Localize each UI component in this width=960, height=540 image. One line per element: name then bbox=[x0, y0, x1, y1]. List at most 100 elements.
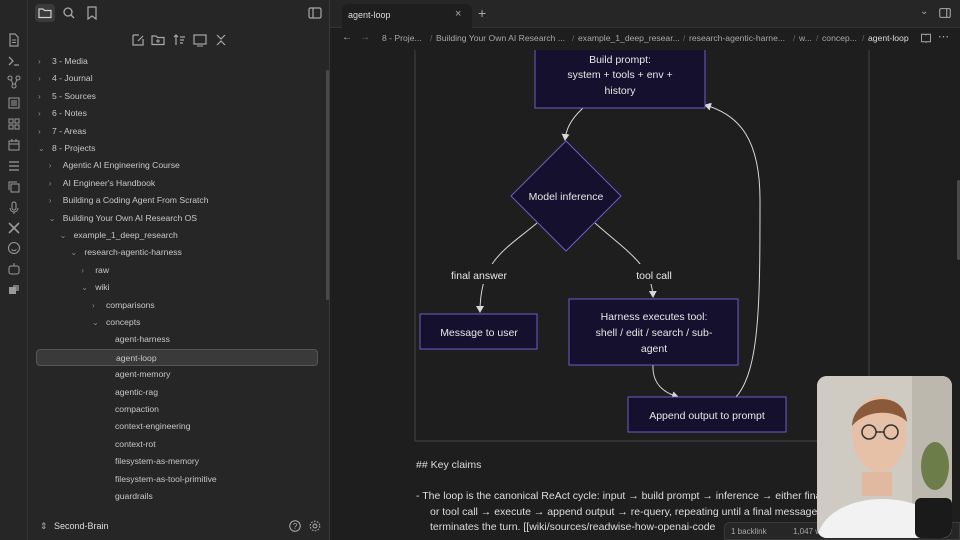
node-harness-executes bbox=[568, 298, 739, 366]
sidebar-item-label: 7 - Areas bbox=[52, 125, 87, 136]
sidebar-item-label: agentic-rag bbox=[115, 386, 158, 397]
close-tab-icon[interactable]: × bbox=[455, 8, 462, 20]
breadcrumb-item[interactable]: concep... bbox=[822, 33, 857, 43]
chevron-right-icon[interactable]: › bbox=[38, 126, 41, 136]
sidebar-item-3-media[interactable]: ›3 - Media bbox=[28, 53, 326, 70]
chevron-right-icon[interactable]: › bbox=[81, 265, 84, 275]
sidebar-item-concepts[interactable]: ⌄concepts bbox=[28, 314, 326, 331]
editor-content: Build prompt: system + tools + env + his… bbox=[330, 50, 960, 540]
vault-switcher[interactable]: ⇕ Second-Brain ? bbox=[28, 514, 330, 540]
breadcrumb-item[interactable]: example_1_deep_resear... bbox=[578, 33, 680, 43]
tab-agent-loop[interactable]: agent-loop × bbox=[342, 4, 472, 28]
sidebar-item-agent-harness[interactable]: agent-harness bbox=[28, 331, 326, 348]
right-sidebar-toggle-icon[interactable] bbox=[938, 6, 952, 20]
chevron-right-icon[interactable]: › bbox=[48, 196, 52, 206]
sidebar-item-guardrails[interactable]: guardrails bbox=[28, 488, 326, 505]
sidebar-item-context-rot[interactable]: context-rot bbox=[28, 436, 326, 453]
chevron-right-icon[interactable]: › bbox=[48, 161, 52, 171]
sidebar-scrollbar[interactable] bbox=[326, 70, 329, 300]
diagram-frame bbox=[414, 50, 870, 442]
navigation-bar: ← → 8 - Proje.../Building Your Own AI Re… bbox=[330, 28, 960, 50]
sidebar-item-building-a-coding-agent-from-scratch[interactable]: ›Building a Coding Agent From Scratch bbox=[28, 192, 326, 209]
sidebar-item-4-journal[interactable]: ›4 - Journal bbox=[28, 70, 326, 87]
reading-view-icon[interactable] bbox=[920, 32, 932, 44]
sort-icon[interactable] bbox=[171, 32, 187, 48]
sidebar-item-building-your-own-ai-research-os[interactable]: ⌄Building Your Own AI Research OS bbox=[28, 210, 326, 227]
editor-scrollbar[interactable] bbox=[957, 180, 960, 260]
sidebar-item-wiki[interactable]: ⌄wiki bbox=[28, 279, 326, 296]
markdown-line-3[interactable]: terminates the turn. [[wiki/sources/read… bbox=[430, 521, 716, 533]
chevron-down-icon[interactable]: ⌄ bbox=[92, 318, 99, 327]
graph-icon[interactable] bbox=[6, 74, 22, 90]
bot-icon[interactable] bbox=[6, 261, 22, 277]
sidebar-item-6-notes[interactable]: ›6 - Notes bbox=[28, 105, 326, 122]
breadcrumb-item[interactable]: Building Your Own AI Research ... bbox=[436, 33, 565, 43]
breadcrumb-item[interactable]: research-agentic-harne... bbox=[689, 33, 786, 43]
list-icon[interactable] bbox=[6, 95, 22, 111]
back-arrow-icon[interactable]: ← bbox=[342, 32, 352, 43]
new-tab-icon[interactable]: + bbox=[478, 5, 487, 21]
terminal-icon[interactable] bbox=[6, 53, 22, 69]
sidebar-item-agent-loop[interactable]: agent-loop bbox=[36, 348, 318, 366]
sidebar-item-filesystem-as-tool-primitive[interactable]: filesystem-as-tool-primitive bbox=[28, 471, 326, 488]
final-answer-label: final answer bbox=[451, 270, 508, 282]
smiley-icon[interactable] bbox=[6, 240, 22, 256]
microphone-icon[interactable] bbox=[6, 200, 22, 216]
puzzle-icon[interactable] bbox=[6, 282, 22, 298]
more-options-icon[interactable]: ⋯ bbox=[938, 31, 949, 43]
grid-icon[interactable] bbox=[6, 116, 22, 132]
sidebar-item-context-engineering[interactable]: context-engineering bbox=[28, 418, 326, 435]
layers-icon[interactable] bbox=[6, 158, 22, 174]
chevron-right-icon[interactable]: › bbox=[48, 178, 52, 188]
chevron-down-icon[interactable]: ⌄ bbox=[48, 213, 56, 223]
forward-arrow-icon[interactable]: → bbox=[360, 32, 370, 43]
chevron-down-icon[interactable]: ⌄ bbox=[70, 248, 78, 258]
sidebar-item-5-sources[interactable]: ›5 - Sources bbox=[28, 88, 326, 105]
help-icon[interactable]: ? bbox=[288, 519, 302, 533]
chevron-down-icon[interactable]: ⌄ bbox=[59, 231, 67, 240]
markdown-line-2[interactable]: or tool call → execute → append output →… bbox=[430, 506, 818, 518]
file-icon[interactable] bbox=[6, 32, 22, 48]
settings-gear-icon[interactable] bbox=[308, 519, 322, 533]
sidebar-item-filesystem-as-memory[interactable]: filesystem-as-memory bbox=[28, 453, 326, 470]
sidebar-item-agentic-ai-engineering-course[interactable]: ›Agentic AI Engineering Course bbox=[28, 157, 326, 174]
auto-reveal-icon[interactable] bbox=[192, 32, 208, 48]
sidebar-item-comparisons[interactable]: ›comparisons bbox=[28, 297, 326, 314]
folder-icon[interactable] bbox=[35, 4, 55, 22]
chevron-down-icon[interactable]: ⌄ bbox=[81, 283, 88, 293]
bookmark-icon[interactable] bbox=[84, 5, 100, 21]
sidebar-item-raw[interactable]: ›raw bbox=[28, 262, 326, 279]
chevron-right-icon[interactable]: › bbox=[38, 91, 41, 101]
backlinks-count[interactable]: 1 backlink bbox=[731, 527, 767, 536]
sidebar-item-research-agentic-harness[interactable]: ⌄research-agentic-harness bbox=[28, 244, 326, 261]
chevron-right-icon[interactable]: › bbox=[38, 57, 41, 66]
calendar-icon[interactable] bbox=[6, 137, 22, 153]
sidebar-item-agent-memory[interactable]: agent-memory bbox=[28, 366, 326, 383]
search-icon[interactable] bbox=[61, 5, 77, 21]
sidebar-item-agentic-rag[interactable]: agentic-rag bbox=[28, 384, 326, 401]
node-model-inference bbox=[510, 140, 622, 252]
tools-icon[interactable] bbox=[6, 220, 22, 236]
sidebar-toggle-icon[interactable] bbox=[307, 5, 323, 21]
chevron-right-icon[interactable]: › bbox=[38, 109, 41, 119]
chevron-down-icon[interactable]: ⌄ bbox=[920, 6, 929, 17]
breadcrumb-item[interactable]: agent-loop bbox=[868, 33, 909, 43]
presenter-photo bbox=[817, 376, 952, 538]
sidebar-item-8-projects[interactable]: ⌄8 - Projects bbox=[28, 140, 326, 157]
new-folder-icon[interactable] bbox=[150, 32, 166, 48]
collapse-all-icon[interactable] bbox=[213, 32, 229, 48]
sidebar-item-compaction[interactable]: compaction bbox=[28, 401, 326, 418]
markdown-line-1[interactable]: - The loop is the canonical ReAct cycle:… bbox=[416, 490, 822, 502]
markdown-heading[interactable]: ## Key claims bbox=[416, 459, 482, 471]
copy-icon[interactable] bbox=[6, 179, 22, 195]
breadcrumb-item[interactable]: w... bbox=[799, 33, 812, 43]
sidebar-item-example-1-deep-research[interactable]: ⌄example_1_deep_research bbox=[28, 227, 326, 244]
new-note-icon[interactable] bbox=[130, 32, 146, 48]
chevron-right-icon[interactable]: › bbox=[92, 300, 95, 310]
sidebar-item-ai-engineer-s-handbook[interactable]: ›AI Engineer's Handbook bbox=[28, 175, 326, 192]
chevron-right-icon[interactable]: › bbox=[38, 74, 41, 84]
chevron-down-icon[interactable]: ⌄ bbox=[38, 144, 45, 153]
sidebar-item-7-areas[interactable]: › 7 - Areas bbox=[28, 123, 326, 140]
breadcrumb-item[interactable]: 8 - Proje... bbox=[382, 33, 422, 43]
node-message-to-user bbox=[419, 313, 538, 350]
